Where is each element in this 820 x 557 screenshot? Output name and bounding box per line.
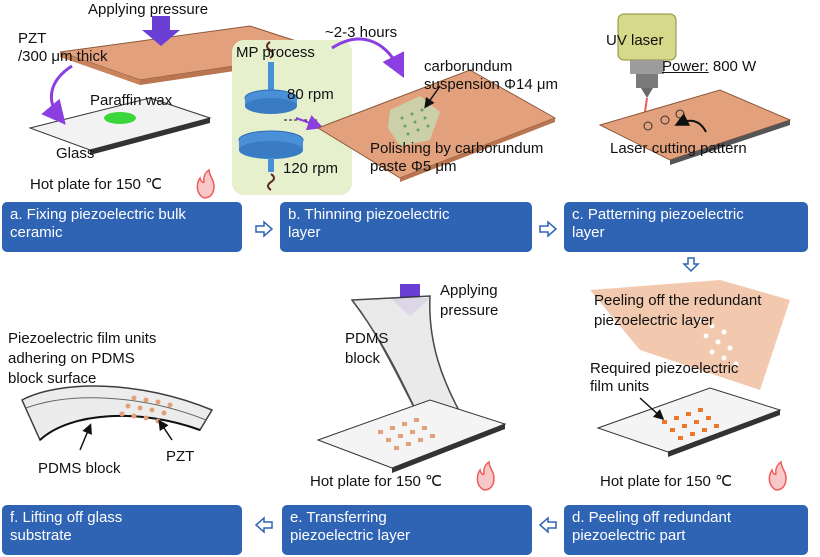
- step-f-lifting: f. Lifting off glass substrate: [2, 505, 242, 555]
- flame-icon: [196, 168, 215, 199]
- pzt-label: PZT: [18, 30, 47, 47]
- block-label-e: block: [345, 350, 381, 367]
- film-units-label: film units: [590, 378, 650, 395]
- redundant-layer-label: piezoelectric layer: [594, 312, 715, 329]
- hot-plate-label-d: Hot plate for 150 ℃: [600, 473, 732, 490]
- pdms-block-label-f: PDMS block: [38, 460, 121, 477]
- pdms-label-e: PDMS: [345, 330, 389, 347]
- flame-icon: [476, 460, 495, 491]
- step-e-line1: e. Transferring: [290, 509, 387, 526]
- polishing-label: Polishing by carborundum: [370, 140, 544, 157]
- film-units: [662, 408, 719, 440]
- paraffin-wax-label: Paraffin wax: [90, 92, 173, 109]
- paste-label: paste Φ5 μm: [370, 158, 457, 175]
- step-d-peeling: d. Peeling off redundant piezoelectric p…: [564, 505, 808, 555]
- pzt-thickness-label: /300 μm thick: [18, 48, 108, 65]
- film-units-e: [378, 418, 435, 450]
- duration-label: ~2-3 hours: [325, 24, 398, 41]
- power-key: Power:: [662, 58, 709, 75]
- panel-c-graphics: [539, 13, 792, 273]
- chevron-left-icon: [254, 516, 273, 534]
- hot-plate-label-e: Hot plate for 150 ℃: [310, 473, 442, 490]
- chevron-right-icon: [255, 220, 274, 238]
- step-f-line1: f. Lifting off glass: [10, 509, 123, 526]
- pzt-label-f: PZT: [166, 448, 195, 465]
- panel-d-graphics: [538, 280, 790, 534]
- step-b-thinning: b. Thinning piezoelectric layer: [280, 202, 532, 252]
- film-units-f: [119, 395, 173, 424]
- chevron-right-icon: [539, 220, 558, 238]
- step-c-line2: layer: [572, 224, 605, 241]
- rpm-bottom-label: 120 rpm: [283, 160, 339, 177]
- rpm-top-label: 80 rpm: [287, 86, 334, 103]
- adhering-pdms-label: adhering on PDMS: [8, 350, 135, 367]
- step-b-line1: b. Thinning piezoelectric: [288, 206, 450, 223]
- step-d-line2: piezoelectric part: [572, 527, 686, 544]
- peeling-off-label: Peeling off the redundant: [594, 292, 762, 309]
- hot-plate-label-a: Hot plate for 150 ℃: [30, 176, 162, 193]
- required-units-label: Required piezoelectric: [590, 360, 739, 377]
- paraffin-wax-icon: [104, 112, 136, 124]
- applying-label-e: Applying: [440, 282, 498, 299]
- step-b-line2: layer: [288, 224, 321, 241]
- arrow-b: [331, 37, 405, 79]
- carborundum-label: carborundum: [424, 58, 513, 75]
- step-c-patterning: c. Patterning piezoelectric layer: [564, 202, 808, 252]
- glass-label: Glass: [56, 145, 95, 162]
- flame-icon: [768, 460, 787, 491]
- power-label: Power: 800 W: [662, 58, 756, 75]
- step-f-line2: substrate: [10, 527, 72, 544]
- units-adhering-label: Piezoelectric film units: [8, 330, 157, 347]
- step-a-line2: ceramic: [10, 224, 63, 241]
- panel-b-graphics: [232, 37, 557, 238]
- mp-process-label: MP process: [236, 44, 315, 61]
- glass-slide-d: [596, 387, 782, 453]
- block-surface-label: block surface: [8, 370, 97, 387]
- redundant-layer-peel: [590, 280, 790, 390]
- power-value: 800 W: [708, 58, 757, 75]
- step-d-line1: d. Peeling off redundant: [572, 509, 732, 526]
- step-e-line2: piezoelectric layer: [290, 527, 411, 544]
- laser-cutting-label: Laser cutting pattern: [610, 140, 747, 157]
- chevron-left-icon: [538, 516, 557, 534]
- pressure-label-e: pressure: [440, 302, 499, 319]
- chevron-down-icon: [682, 257, 700, 273]
- applying-pressure-label-a: Applying pressure: [88, 1, 209, 18]
- arrow-a: [41, 64, 73, 125]
- panel-e-graphics: [254, 284, 507, 534]
- pressure-arrow: [142, 16, 180, 46]
- step-a-fixing: a. Fixing piezoelectric bulk ceramic: [2, 202, 242, 252]
- step-e-transferring: e. Transferring piezoelectric layer: [282, 505, 532, 555]
- step-c-line1: c. Patterning piezoelectric: [572, 206, 744, 223]
- uv-laser-label: UV laser: [606, 32, 664, 49]
- panel-f-graphics: [21, 385, 214, 451]
- suspension-label: suspension Φ14 μm: [424, 76, 559, 93]
- step-a-line1: a. Fixing piezoelectric bulk: [10, 206, 186, 223]
